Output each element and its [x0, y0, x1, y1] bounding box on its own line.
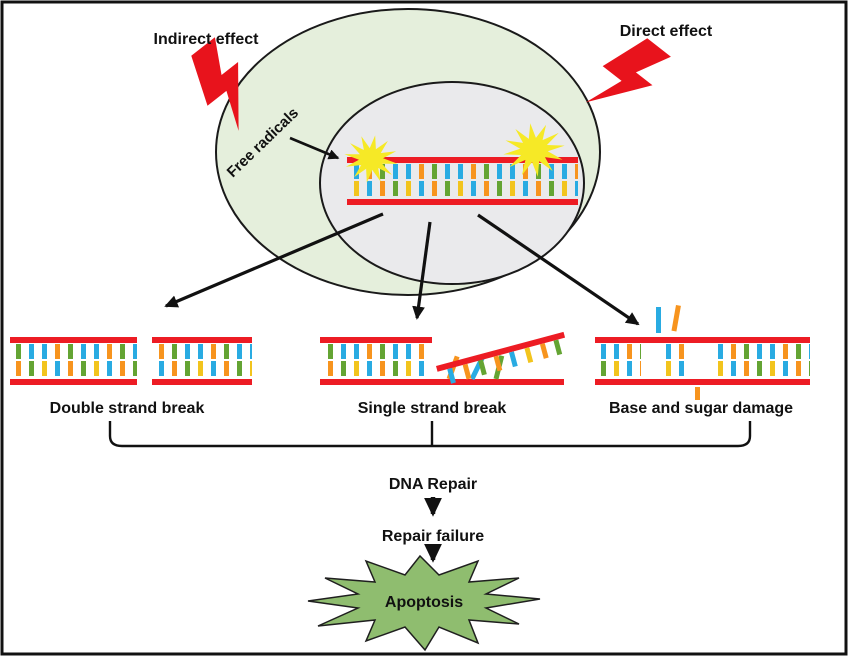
fragment-base [539, 343, 549, 359]
ejected-base [671, 305, 681, 332]
arrow-to-double-strand-break [164, 212, 384, 308]
broken-strand-fragment [436, 331, 566, 384]
apoptosis-label: Apoptosis [385, 594, 463, 611]
arrow-to-base-sugar-damage [477, 213, 640, 326]
direct-effect-label: Direct effect [620, 23, 713, 40]
double-strand-break-figure [10, 337, 252, 385]
dna-rungs [320, 343, 432, 379]
dna-strand-top [347, 157, 578, 163]
fragment-base [462, 363, 472, 380]
ejected-base [656, 307, 661, 333]
fragment-base [478, 359, 487, 376]
single-strand-break-label: Single strand break [358, 400, 507, 417]
dna-strand-top [10, 337, 137, 343]
dna-strand-bottom [10, 379, 137, 385]
base-sugar-damage-figure [595, 305, 810, 400]
merge-bracket [108, 421, 752, 448]
apoptosis-burst-icon [307, 554, 541, 652]
fragment-base [553, 339, 563, 356]
dna-strand-fragment [436, 331, 566, 372]
fragment-base [493, 355, 503, 372]
dna-strand-top [152, 337, 252, 343]
dna-rungs [10, 343, 137, 379]
damaged-sugar [695, 387, 700, 400]
dna-strand-top [320, 337, 432, 343]
dna-rungs [152, 343, 252, 379]
fragment-base [509, 351, 518, 368]
dna-strand-bottom [347, 199, 578, 205]
single-strand-break-figure [320, 331, 566, 385]
dna-strand-bottom [152, 379, 252, 385]
indirect-effect-label: Indirect effect [154, 31, 260, 48]
missing-base-gap [641, 343, 661, 379]
arrow-to-single-strand-break [412, 221, 432, 320]
dna-strand-top [595, 337, 810, 343]
double-strand-break-label: Double strand break [50, 400, 205, 417]
dna-repair-label: DNA Repair [389, 476, 477, 493]
fragment-base [447, 367, 456, 384]
free-radicals-arrow [289, 136, 340, 160]
repair-failure-label: Repair failure [382, 528, 484, 545]
missing-base-gap [686, 343, 712, 379]
fragment-base [524, 347, 534, 363]
base-sugar-damage-label: Base and sugar damage [609, 400, 793, 417]
dna-strand-bottom [595, 379, 810, 385]
dna-strand-bottom [320, 379, 564, 385]
